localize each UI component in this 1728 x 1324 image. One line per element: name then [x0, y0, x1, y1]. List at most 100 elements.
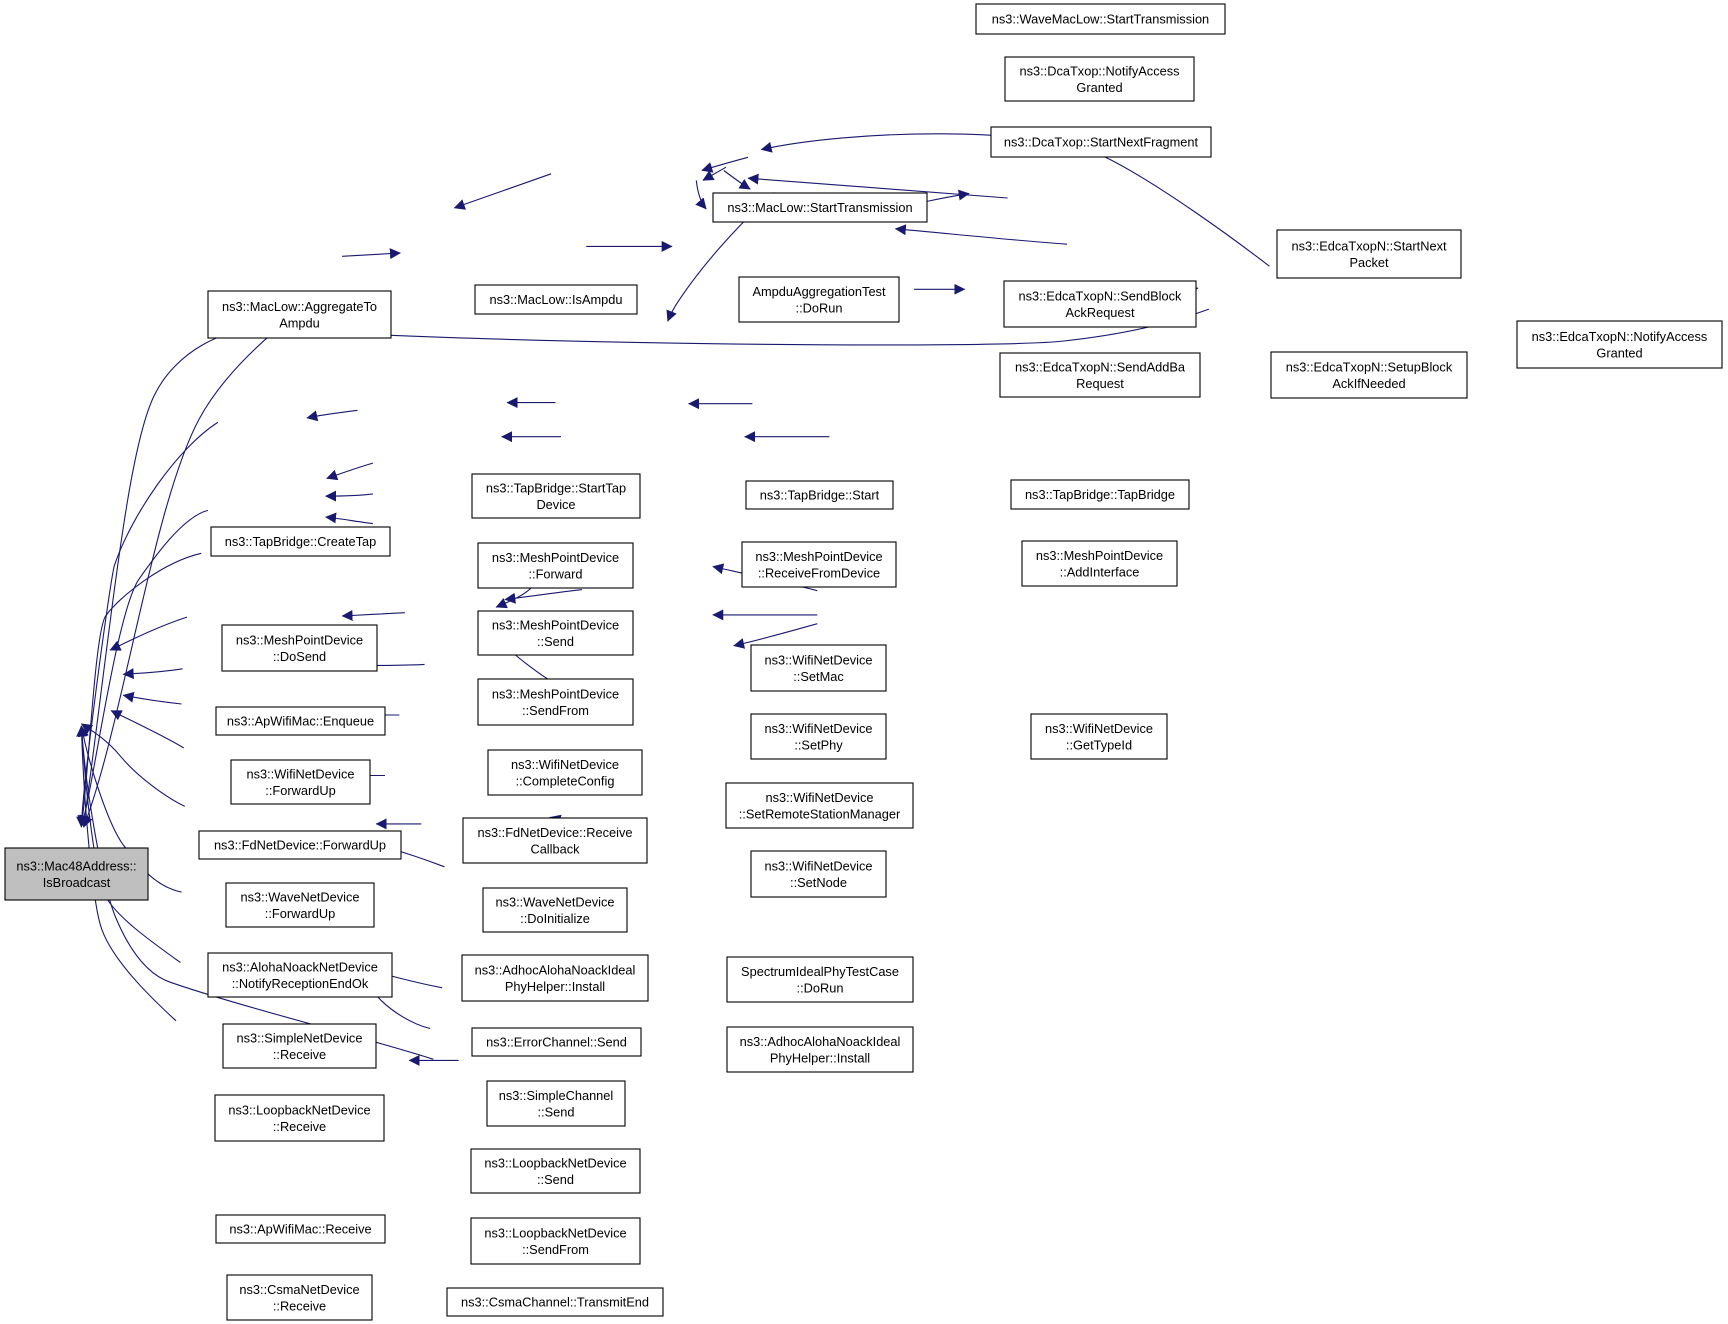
node[interactable]: ns3::AdhocAlohaNoackIdealPhyHelper::Inst… — [726, 1026, 914, 1073]
node[interactable]: ns3::LoopbackNetDevice::SendFrom — [470, 1217, 641, 1265]
node[interactable]: ns3::LoopbackNetDevice::Receive — [214, 1094, 385, 1142]
edge-n2-n1 — [342, 248, 401, 260]
node-box — [207, 290, 392, 339]
node-label: ::SetPhy — [794, 737, 843, 752]
node-label: ns3::AlohaNoackNetDevice — [222, 959, 378, 974]
node-label: ns3::ApWifiMac::Receive — [229, 1222, 371, 1237]
node[interactable]: ns3::TapBridge::CreateTap — [210, 526, 391, 557]
node[interactable]: AmpduAggregationTest::DoRun — [738, 276, 900, 323]
node-label: ::Forward — [528, 566, 582, 581]
node[interactable]: ns3::TapBridge::TapBridge — [1010, 479, 1190, 510]
node[interactable]: ns3::WifiNetDevice::SetMac — [750, 644, 887, 692]
node-label: ::Receive — [273, 1047, 326, 1062]
node[interactable]: ns3::AdhocAlohaNoackIdealPhyHelper::Inst… — [461, 954, 649, 1002]
node[interactable]: ns3::MeshPointDevice::AddInterface — [1021, 540, 1178, 587]
node[interactable]: ns3::DcaTxop::StartNextFragment — [990, 126, 1212, 158]
node-box — [471, 1027, 642, 1057]
node[interactable]: ns3::WaveNetDevice::DoInitialize — [482, 887, 628, 933]
edge-n39-n0 — [80, 723, 186, 807]
edge-n23-n0 — [77, 552, 202, 827]
node[interactable]: ns3::MeshPointDevice::SendFrom — [477, 678, 634, 726]
node[interactable]: SpectrumIdealPhyTestCase::DoRun — [726, 956, 914, 1003]
node-label: Request — [1076, 376, 1124, 391]
node[interactable]: ns3::WaveMacLow::StartTransmission — [975, 3, 1226, 35]
node-box — [222, 1023, 377, 1069]
node-box — [477, 678, 634, 726]
node-label: ::SetMac — [793, 669, 844, 684]
edge-n25-n24 — [341, 609, 405, 621]
node[interactable]: ns3::WaveNetDevice::ForwardUp — [225, 882, 375, 928]
node-label: ns3::WaveNetDevice — [495, 894, 614, 909]
edge-n42-n0 — [77, 725, 182, 893]
node[interactable]: ns3::SimpleChannel::Send — [486, 1080, 626, 1127]
node[interactable]: ns3::FdNetDevice::ForwardUp — [198, 830, 402, 860]
node-label: ns3::MeshPointDevice — [492, 686, 619, 701]
node-box — [221, 624, 378, 672]
edge-n13-n0 — [76, 421, 219, 828]
node-label: ::Send — [538, 1104, 575, 1119]
node-label: ns3::EdcaTxopN::StartNext — [1291, 238, 1446, 253]
node[interactable]: ns3::WifiNetDevice::CompleteConfig — [487, 749, 643, 796]
node-box — [225, 882, 375, 928]
node[interactable]: ns3::CsmaChannel::TransmitEnd — [446, 1287, 664, 1317]
node[interactable]: ns3::WifiNetDevice::GetTypeId — [1030, 713, 1168, 760]
edge-n33-n0 — [122, 691, 182, 705]
edge-n31-n0 — [122, 668, 183, 680]
node-label: ns3::CsmaNetDevice — [239, 1282, 359, 1297]
node-label: ns3::MeshPointDevice — [492, 550, 619, 565]
node[interactable]: ns3::ApWifiMac::Enqueue — [215, 706, 386, 736]
node-label: ns3::Mac48Address:: — [16, 858, 136, 873]
node-label: ::Receive — [273, 1119, 326, 1134]
node-box — [486, 1080, 626, 1127]
edge-n18-n17 — [326, 462, 374, 481]
node-root: ns3::Mac48Address::IsBroadcast — [4, 847, 149, 901]
node-label: ns3::MacLow::IsAmpdu — [489, 292, 622, 307]
node-label: ns3::WifiNetDevice — [764, 858, 872, 873]
node-box — [207, 952, 393, 998]
node[interactable]: ns3::ErrorChannel::Send — [471, 1027, 642, 1057]
node[interactable]: ns3::MeshPointDevice::Forward — [477, 542, 634, 589]
node-box — [471, 473, 641, 519]
node-label: ns3::DcaTxop::StartNextFragment — [1004, 135, 1199, 150]
node[interactable]: ns3::AlohaNoackNetDevice::NotifyReceptio… — [207, 952, 393, 998]
node[interactable]: ns3::WifiNetDevice::ForwardUp — [230, 759, 371, 805]
node[interactable]: ns3::WifiNetDevice::SetPhy — [750, 713, 887, 760]
node-box — [214, 1094, 385, 1142]
node-label: Packet — [1349, 255, 1389, 270]
node[interactable]: ns3::CsmaNetDevice::Receive — [226, 1274, 373, 1321]
node[interactable]: ns3::MacLow::IsAmpdu — [474, 284, 638, 315]
node-label: ::SetNode — [790, 875, 847, 890]
node[interactable]: ns3::MeshPointDevice::ReceiveFromDevice — [741, 541, 897, 588]
node-box — [745, 480, 894, 510]
node-box — [1516, 320, 1723, 369]
node-label: PhyHelper::Install — [770, 1050, 870, 1065]
node[interactable]: ns3::LoopbackNetDevice::Send — [470, 1148, 641, 1194]
node-label: ns3::DcaTxop::NotifyAccess — [1019, 63, 1179, 78]
node[interactable]: ns3::ApWifiMac::Receive — [215, 1214, 386, 1244]
node-label: ns3::AdhocAlohaNoackIdeal — [475, 962, 636, 977]
node-box — [1021, 540, 1178, 587]
edge-n27-n25 — [504, 589, 582, 604]
node-box — [482, 887, 628, 933]
node-label: ::Send — [537, 1172, 574, 1187]
edge-n4-n2 — [453, 173, 552, 210]
node[interactable]: ns3::TapBridge::Start — [745, 480, 894, 510]
node[interactable]: ns3::MacLow::StartTransmission — [712, 192, 928, 223]
node-label: ns3::SimpleChannel — [499, 1088, 614, 1103]
node-box — [462, 817, 648, 864]
node[interactable]: ns3::MeshPointDevice::Send — [477, 610, 634, 656]
node[interactable]: ns3::MeshPointDevice::DoSend — [221, 624, 378, 672]
node-box — [712, 192, 928, 223]
node[interactable]: ns3::SimpleNetDevice::Receive — [222, 1023, 377, 1069]
node[interactable]: ns3::WifiNetDevice::SetNode — [750, 850, 887, 898]
node[interactable]: ns3::WifiNetDevice::SetRemoteStationMana… — [725, 782, 914, 829]
